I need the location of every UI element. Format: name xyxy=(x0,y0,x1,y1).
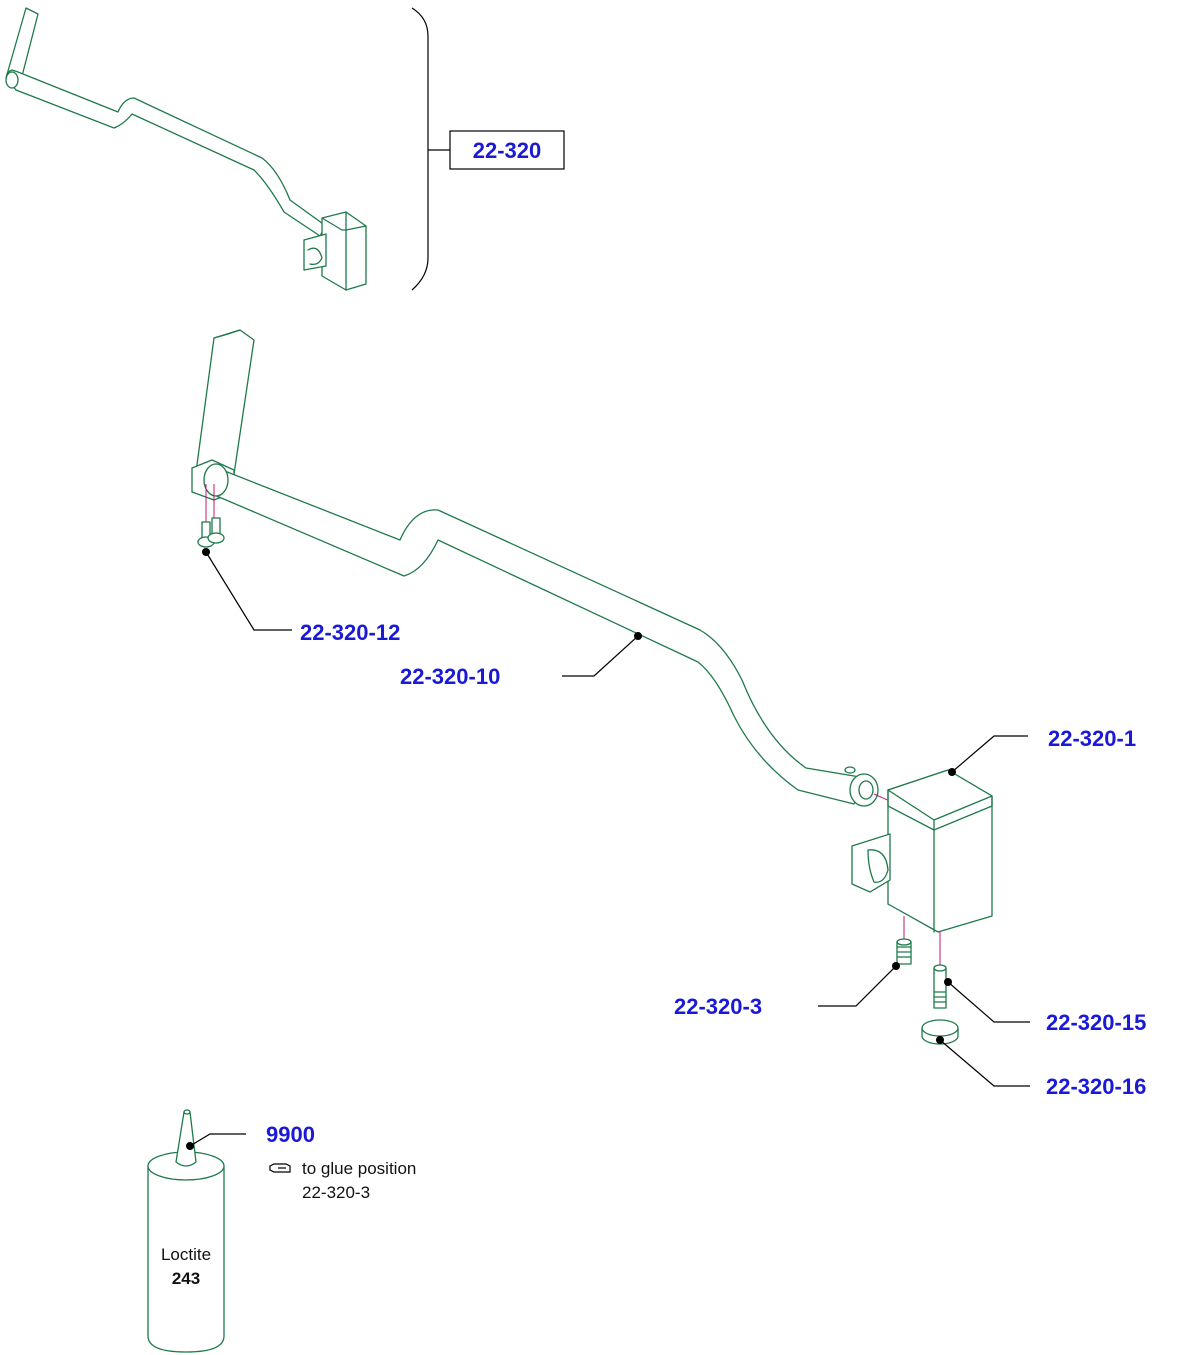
part-22-320-1-bracket xyxy=(851,769,993,933)
assembly-overview-drawing xyxy=(5,7,367,291)
callout-label: 22-320-10 xyxy=(400,664,500,689)
bottle-label-product: 243 xyxy=(172,1269,200,1288)
callout-label: 22-320-16 xyxy=(1046,1074,1146,1099)
callout-label: 22-320-1 xyxy=(1048,726,1136,751)
callout-9900: 9900 xyxy=(186,1122,315,1150)
callout-22-320-10: 22-320-10 xyxy=(400,632,642,689)
adhesive-bottle: Loctite 243 xyxy=(147,1109,225,1353)
callout-22-320-15: 22-320-15 xyxy=(944,978,1146,1035)
callout-22-320-1: 22-320-1 xyxy=(948,726,1136,776)
part-22-320-3-setscrew xyxy=(896,938,912,965)
callout-22-320-12: 22-320-12 xyxy=(202,548,400,645)
assembly-number-box xyxy=(449,130,565,170)
part-22-320-15-screw xyxy=(933,964,947,1009)
assembly-number: 22-320 xyxy=(473,138,542,163)
callout-label: 22-320-3 xyxy=(674,994,762,1019)
callout-label: 9900 xyxy=(266,1122,315,1147)
bottle-label-brand: Loctite xyxy=(161,1245,211,1264)
note-line-1: to glue position xyxy=(302,1159,416,1178)
callout-22-320-3: 22-320-3 xyxy=(674,962,900,1019)
assembly-brace xyxy=(411,7,429,291)
callout-label: 22-320-12 xyxy=(300,620,400,645)
callout-label: 22-320-15 xyxy=(1046,1010,1146,1035)
pointing-hand-icon xyxy=(269,1163,291,1173)
callout-22-320-16: 22-320-16 xyxy=(936,1036,1146,1099)
part-22-320-10-lever xyxy=(191,329,879,807)
part-22-320-12-screws xyxy=(197,517,225,548)
note-line-2: 22-320-3 xyxy=(302,1183,370,1202)
